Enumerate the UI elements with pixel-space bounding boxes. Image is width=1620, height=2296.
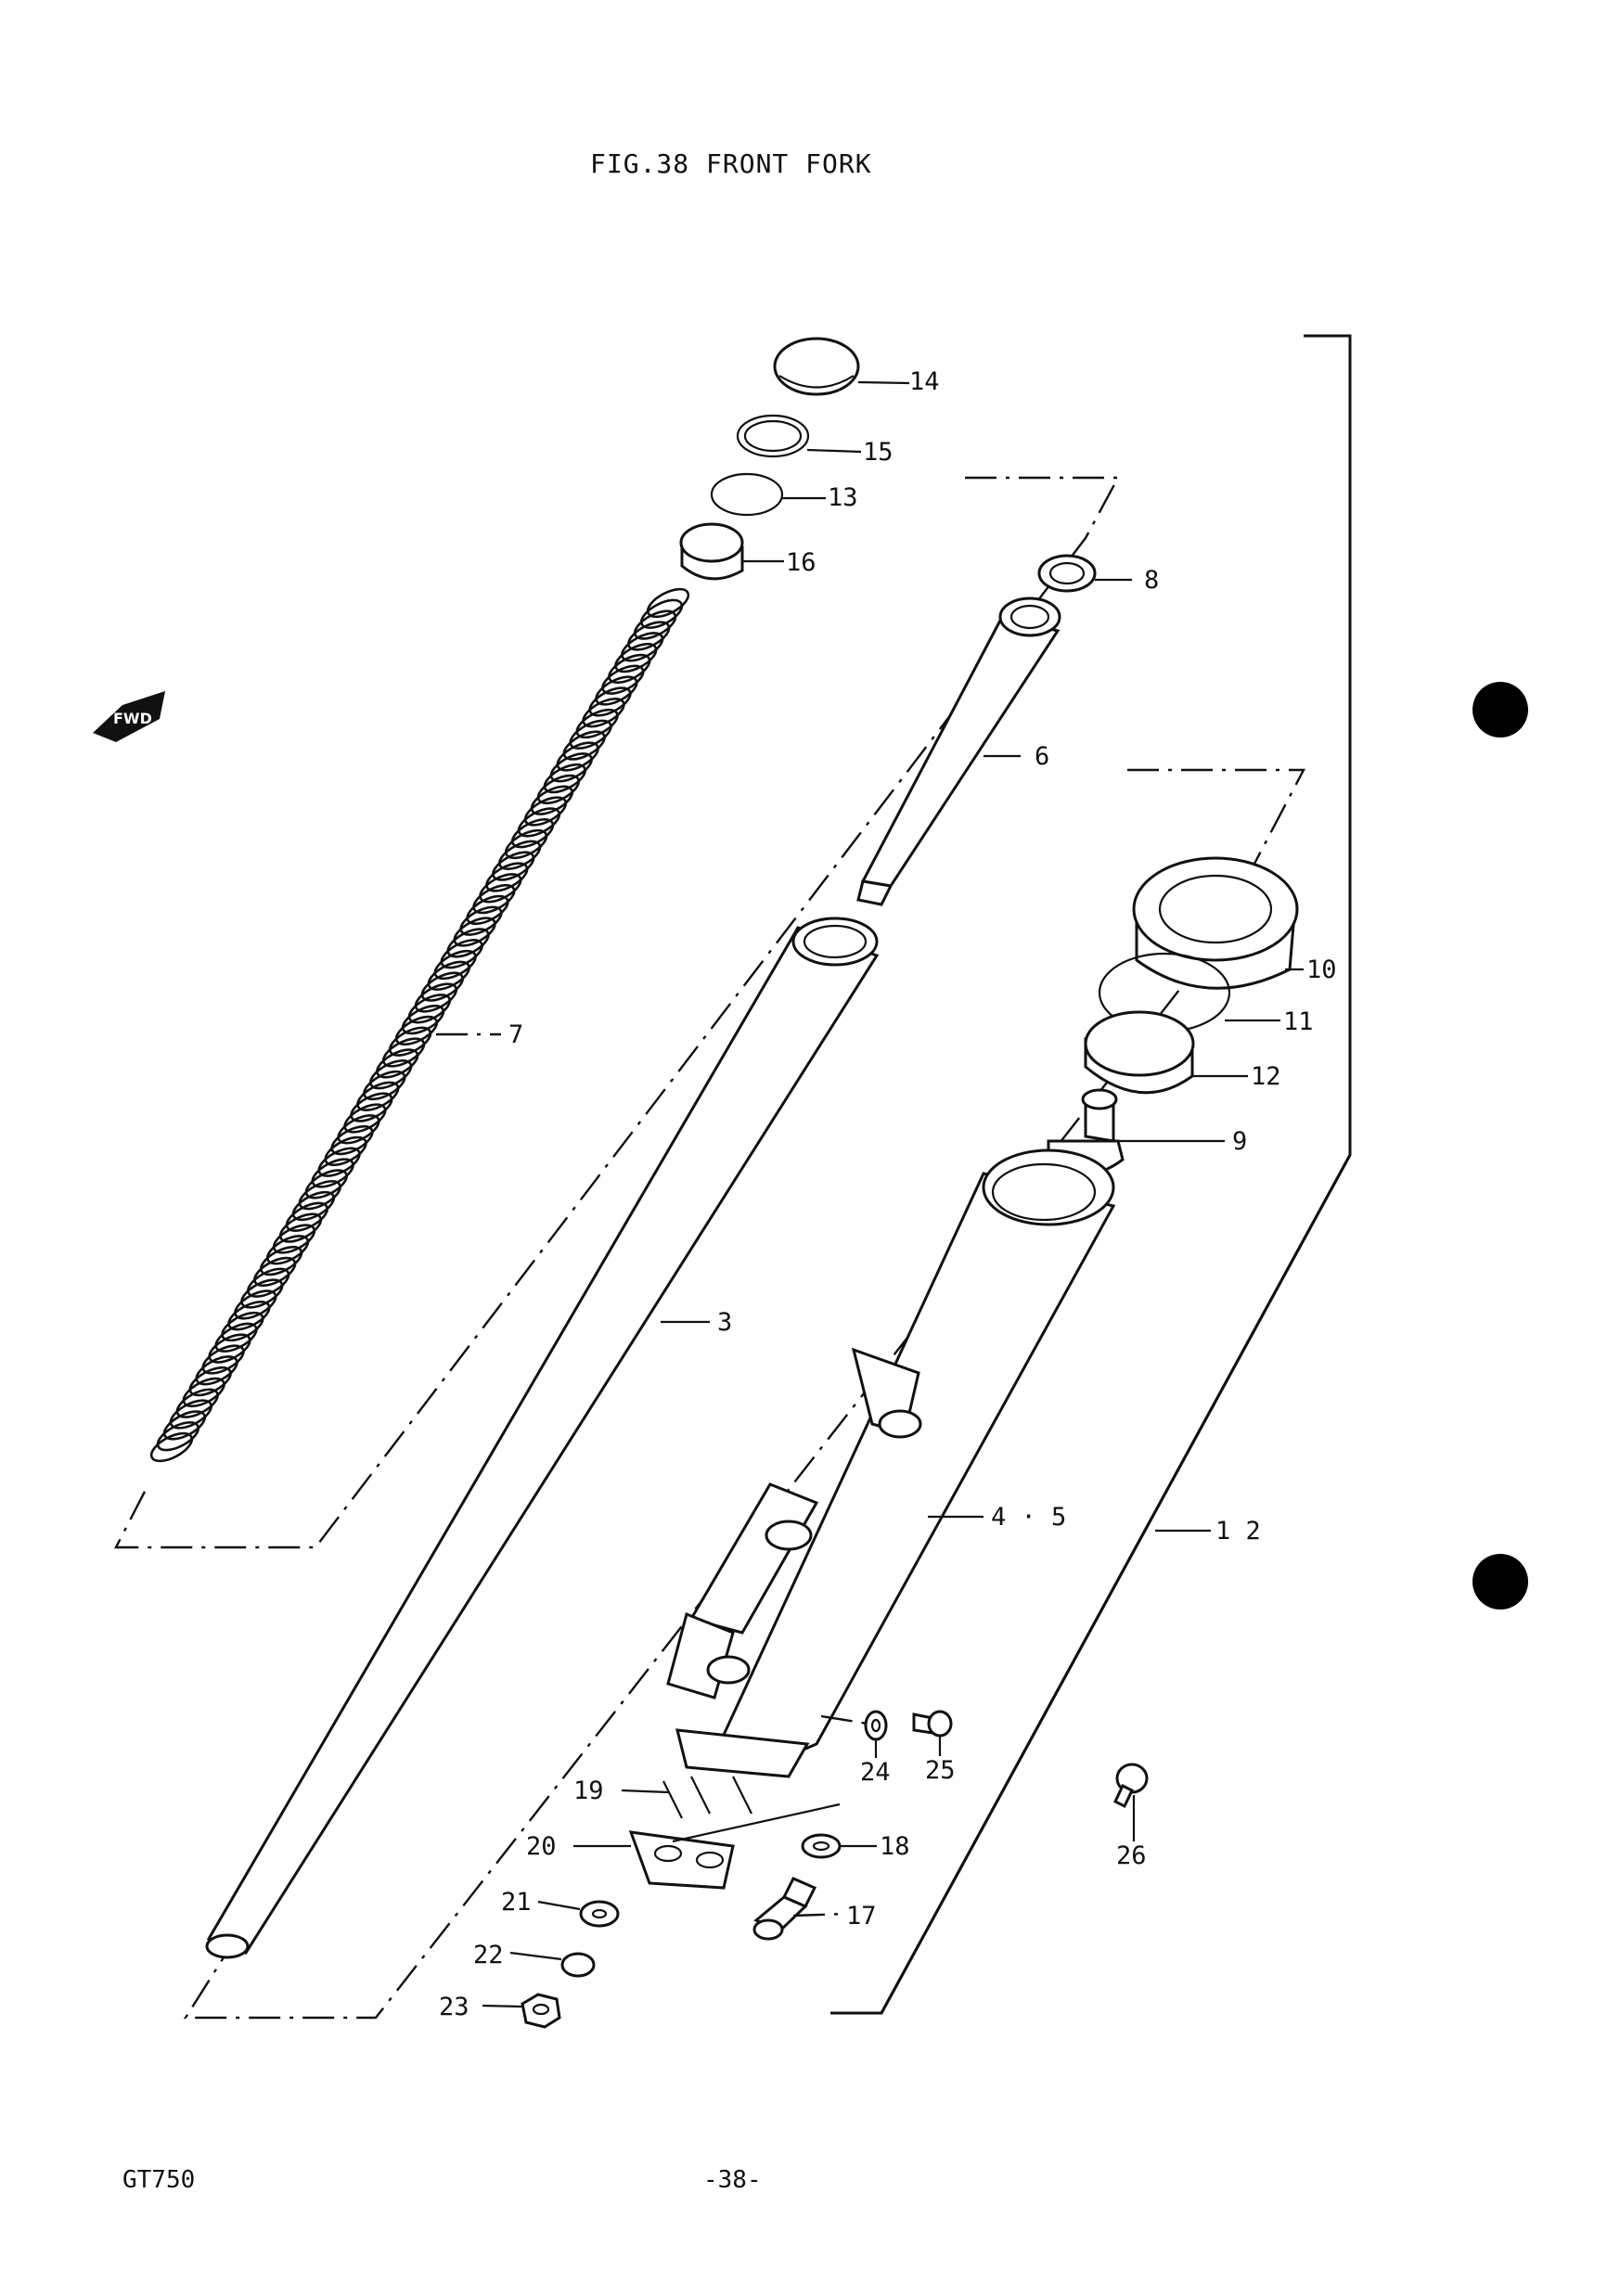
callout-14: 14 <box>909 367 940 396</box>
leader-line-23 <box>482 2004 522 2008</box>
part-axle-holder-20 <box>628 1830 735 1890</box>
group-outline-inner-tube <box>183 768 1305 2020</box>
registration-dot-bottom <box>1472 1554 1528 1610</box>
part-fork-spring-7 <box>149 587 690 1463</box>
part-bolt-17 <box>752 1877 817 1941</box>
part-screw-26 <box>1113 1763 1149 1809</box>
part-outer-tube-4-5 <box>666 1148 1116 1778</box>
part-lock-washer-22 <box>560 1952 596 1978</box>
part-washer-21 <box>579 1900 620 1928</box>
part-damper-rod-6 <box>856 596 1061 906</box>
callout-26: 26 <box>1116 1841 1147 1870</box>
leader-line-21 <box>537 1900 581 1911</box>
callout-17: 17 <box>846 1902 877 1930</box>
callout-13: 13 <box>828 483 858 512</box>
leader-line-18-20 <box>672 1802 841 1843</box>
part-screw-25 <box>912 1710 953 1738</box>
footer-model: GT750 <box>122 2166 196 2194</box>
callout-1-2: 1 2 <box>1215 1517 1261 1546</box>
spring-coil <box>149 1431 194 1463</box>
callout-20: 20 <box>526 1832 557 1861</box>
part-cap-14 <box>773 337 860 396</box>
leader-line-19 <box>621 1789 669 1794</box>
callout-18: 18 <box>880 1832 910 1861</box>
callout-12: 12 <box>1251 1062 1281 1091</box>
spring-coil <box>156 1421 200 1452</box>
callout-3: 3 <box>717 1308 733 1337</box>
callout-6: 6 <box>1035 742 1050 771</box>
callout-7: 7 <box>508 1020 524 1049</box>
callout-16: 16 <box>786 548 816 577</box>
callout-11: 11 <box>1283 1007 1314 1036</box>
part-o-ring-13 <box>710 472 784 517</box>
callout-9: 9 <box>1232 1127 1248 1156</box>
callout-15: 15 <box>863 438 894 467</box>
figure-title: FIG.38 FRONT FORK <box>590 148 872 179</box>
svg-text:FWD: FWD <box>113 710 152 727</box>
part-spacer-12 <box>1084 1010 1195 1095</box>
leader-line-24 <box>820 1714 868 1725</box>
group-outline-outer-tube <box>880 1154 1352 2014</box>
part-inner-tube-3 <box>205 917 880 1959</box>
fwd-arrow-icon: FWD <box>93 691 165 742</box>
part-dust-seal-10 <box>1132 856 1299 990</box>
part-nut-23 <box>521 1993 561 2029</box>
part-circlip-15 <box>736 414 810 458</box>
group-outline-spring <box>114 476 1121 1549</box>
callout-22: 22 <box>473 1941 504 1969</box>
leader-line-17 <box>792 1912 845 1918</box>
registration-dot-top <box>1472 682 1528 738</box>
part-spring-guide-16 <box>679 522 744 581</box>
callout-24: 24 <box>860 1758 891 1787</box>
footer-page-number: -38- <box>703 2166 762 2194</box>
callout-25: 25 <box>925 1756 956 1785</box>
leader-line-22 <box>509 1951 562 1961</box>
part-seal-8 <box>1037 554 1097 593</box>
leader-line-15 <box>806 448 862 454</box>
callout-10: 10 <box>1306 956 1337 984</box>
callout-4-5: 4 · 5 <box>991 1503 1067 1532</box>
callout-23: 23 <box>439 1993 469 2021</box>
leader-line-14 <box>857 380 910 385</box>
callout-8: 8 <box>1144 566 1160 595</box>
callout-19: 19 <box>573 1777 604 1805</box>
callout-21: 21 <box>501 1888 532 1917</box>
part-washer-24 <box>864 1710 888 1741</box>
part-washer-18 <box>801 1833 842 1859</box>
part-stud-19 <box>662 1776 752 1819</box>
